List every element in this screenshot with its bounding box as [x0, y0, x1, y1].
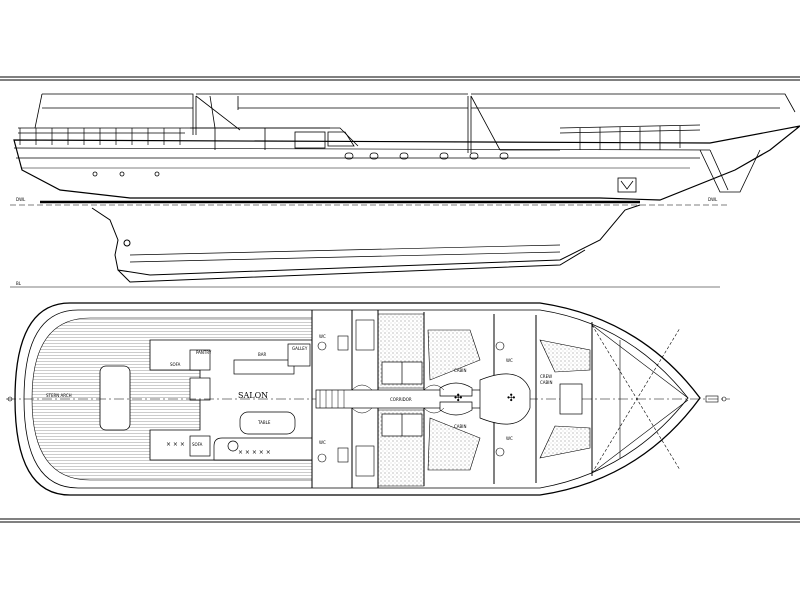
bowsprit [699, 149, 761, 193]
wc-label-2: WC [319, 440, 326, 445]
dining-table [239, 411, 296, 435]
salon-label: SALON [238, 391, 268, 400]
stern-center-mark [7, 396, 13, 402]
bow-center-mark [721, 396, 727, 402]
heads [317, 319, 505, 477]
propeller-icon [123, 239, 131, 247]
hull-profile [13, 125, 800, 201]
doors [351, 384, 445, 414]
dwl-right-label: DWL [708, 197, 718, 202]
hull-outline-plan [14, 302, 701, 496]
corridor-label: CORRIDOR [390, 397, 412, 402]
dwl-left-label: DWL [16, 197, 26, 202]
rigging [34, 93, 796, 153]
bulwark-rail [18, 124, 701, 150]
table-chairs: × × × × × [238, 449, 271, 456]
companionway-steps [319, 390, 345, 408]
crew-label: CREW [540, 374, 552, 379]
wc-label-1: WC [319, 334, 326, 339]
sofa-left-label: SOFA [170, 362, 181, 367]
crew-cabin-label: CABIN [540, 380, 552, 385]
sheet-frame [0, 76, 800, 523]
sofa-right-label: SOFA [192, 442, 203, 447]
deckhouse [185, 127, 359, 150]
aft-hatch [99, 365, 131, 431]
table-label: TABLE [257, 420, 271, 425]
profile-view [10, 93, 800, 288]
cabin-vent-icon: ✣ [454, 393, 462, 404]
anchor-roller [705, 395, 719, 403]
galley-block [287, 343, 311, 367]
sofa-right [189, 435, 211, 457]
cabin-vent-icon-2: ✣ [507, 393, 515, 404]
wc-label-3: WC [506, 358, 513, 363]
forepeak-bracing [591, 324, 689, 474]
hull-inner-outline [23, 309, 689, 489]
wc-label-4: WC [506, 436, 513, 441]
bar-counter [233, 359, 295, 375]
helm-wheel-icon [227, 440, 239, 452]
baseline-label: BL [16, 281, 22, 286]
cabin-label-starboard: CABIN [454, 424, 466, 429]
pantry-box [189, 349, 211, 371]
waterline [10, 200, 730, 206]
cabin-label-port: CABIN [454, 368, 466, 373]
galley-label: GALLEY [292, 346, 308, 351]
underwater-hull [91, 204, 641, 283]
portholes [92, 152, 509, 177]
sofa-left [189, 377, 211, 401]
stern-arch-label: STERN ARCH [46, 393, 72, 398]
deck-chairs: × × × [166, 441, 185, 448]
deck-plan: × × × × × × × × [6, 302, 730, 496]
hull-emblem [617, 177, 637, 193]
bar-label: BAR [258, 352, 266, 357]
berths [381, 361, 583, 437]
pantry-label: PANTRY [196, 350, 212, 355]
